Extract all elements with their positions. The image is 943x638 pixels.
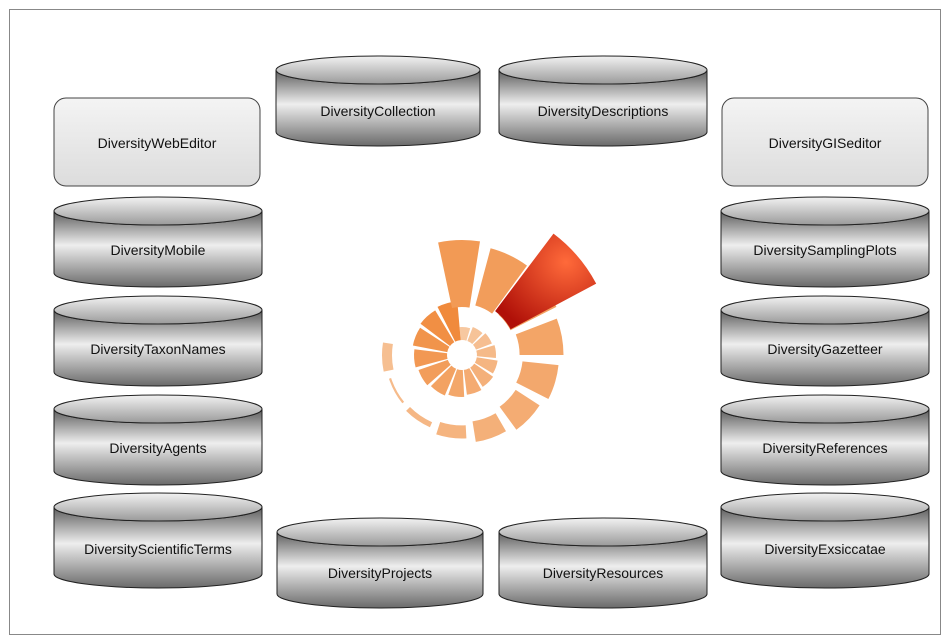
logo-inner-wedge: [418, 359, 451, 386]
cylinder-top-cap: [720, 295, 930, 325]
cylinder-projects: DiversityProjects: [276, 517, 484, 609]
logo-inner-wedge: [420, 310, 455, 346]
cylinder-top-cap: [720, 394, 930, 424]
cylinder-gazetteer: DiversityGazetteer: [720, 295, 930, 387]
cylinder-top-cap: [720, 492, 930, 522]
cylinder-descriptions: DiversityDescriptions: [498, 55, 708, 147]
logo-inner-wedge: [470, 363, 494, 387]
cylinder-descriptions-label: DiversityDescriptions: [538, 103, 669, 119]
logo-outer-wedge: [436, 422, 467, 439]
logo-inner-wedge: [476, 345, 497, 358]
logo-inner-wedge: [414, 349, 448, 368]
cylinder-references: DiversityReferences: [720, 394, 930, 486]
cylinder-scientific-terms: DiversityScientificTerms: [53, 492, 263, 589]
cylinder-top-cap: [53, 295, 263, 325]
cylinder-top-cap: [276, 517, 484, 547]
cylinder-references-label: DiversityReferences: [762, 440, 887, 456]
cylinder-top-cap: [53, 394, 263, 424]
cylinder-top-cap: [720, 196, 930, 226]
cylinder-collection-label: DiversityCollection: [320, 103, 435, 119]
cylinder-exsiccatae: DiversityExsiccatae: [720, 492, 930, 589]
cylinder-taxon-names: DiversityTaxonNames: [53, 295, 263, 387]
cylinder-agents: DiversityAgents: [53, 394, 263, 486]
logo-outer-wedge: [389, 378, 405, 404]
logo-inner-wedge: [430, 365, 457, 396]
cylinder-agents-label: DiversityAgents: [109, 440, 206, 456]
cylinder-taxon-names-label: DiversityTaxonNames: [90, 341, 225, 357]
cylinder-scientific-terms-label: DiversityScientificTerms: [84, 541, 232, 557]
logo-inner-wedge: [473, 333, 492, 350]
cylinder-mobile: DiversityMobile: [53, 196, 263, 288]
logo-inner-wedge: [474, 357, 498, 374]
logo-inner-wedge: [412, 327, 450, 353]
logo-inner-wedge: [437, 301, 461, 342]
cylinder-exsiccatae-label: DiversityExsiccatae: [764, 541, 886, 557]
box-gis-editor-label: DiversityGISeditor: [769, 135, 882, 151]
logo-outer-wedge: [406, 407, 433, 428]
logo-outer-wedge: [475, 248, 527, 314]
cylinder-top-cap: [275, 55, 481, 85]
cylinder-top-cap: [53, 492, 263, 522]
logo-inner-wedge: [467, 327, 483, 344]
logo-outer-wedge: [381, 342, 394, 372]
logo-outer-wedge: [499, 389, 540, 430]
cylinder-top-cap: [498, 55, 708, 85]
logo-center: [448, 341, 476, 369]
cylinder-top-cap: [53, 196, 263, 226]
logo-outer-wedge: [438, 239, 480, 308]
logo-outer-wedge: [516, 361, 559, 399]
cylinder-sampling-plots-label: DiversitySamplingPlots: [753, 242, 896, 258]
cylinder-sampling-plots: DiversitySamplingPlots: [720, 196, 930, 288]
logo-inner-wedge: [463, 368, 482, 395]
diversity-workbench-logo: [381, 233, 597, 442]
cylinder-resources-label: DiversityResources: [543, 565, 664, 581]
box-web-editor: DiversityWebEditor: [53, 97, 261, 187]
box-web-editor-label: DiversityWebEditor: [98, 135, 217, 151]
logo-outer-wedge: [515, 318, 564, 355]
diagram-frame: [9, 9, 941, 635]
cylinder-projects-label: DiversityProjects: [328, 565, 432, 581]
cylinder-collection: DiversityCollection: [275, 55, 481, 147]
cylinder-mobile-label: DiversityMobile: [111, 242, 206, 258]
logo-outer-wedge: [472, 413, 506, 442]
logo-inner-wedge: [448, 369, 465, 397]
logo-inner-wedge: [459, 326, 471, 341]
logo-highlight-wedge: [495, 233, 597, 330]
box-gis-editor: DiversityGISeditor: [721, 97, 929, 187]
cylinder-top-cap: [498, 517, 708, 547]
cylinder-resources: DiversityResources: [498, 517, 708, 609]
cylinder-gazetteer-label: DiversityGazetteer: [767, 341, 882, 357]
